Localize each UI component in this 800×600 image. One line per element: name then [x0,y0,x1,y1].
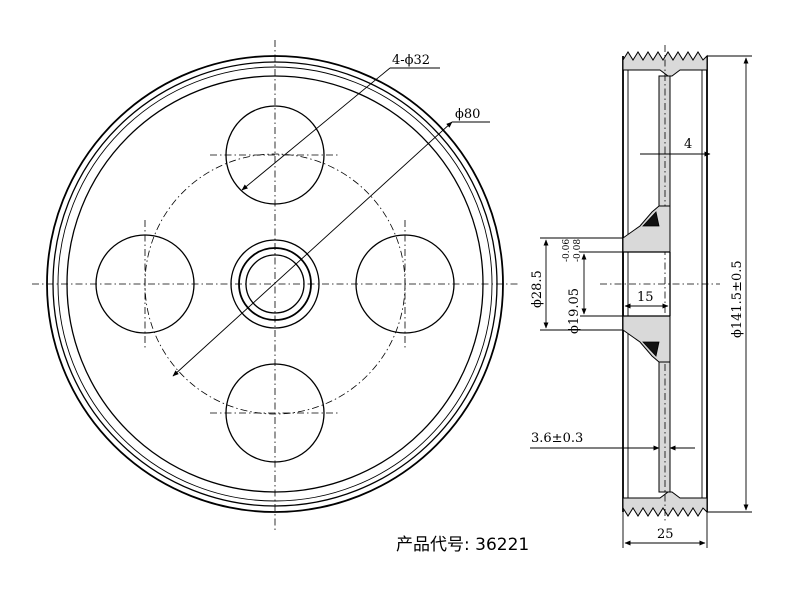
pitch-circle-label: ϕ80 [455,107,480,122]
bore-diameter-label: ϕ19.05 [567,288,582,334]
side-section-view: 4 ϕ28.5 ϕ19.05 -0.06 -0.08 15 [530,45,752,548]
hole-dimension-label: 4-ϕ32 [392,53,430,68]
hub-length-label: 15 [637,290,654,305]
front-view: 4-ϕ32 ϕ80 [32,40,518,530]
bottom-groove-section [622,491,708,517]
web-thickness-dimension: 3.6±0.3 [530,431,695,451]
hub-lower-section [622,315,671,363]
outer-diameter-label: ϕ141.5±0.5 [730,260,745,338]
hole-leader-line [241,67,391,191]
total-width-dimension: 25 [622,512,708,548]
outer-diameter-dimension: ϕ141.5±0.5 [707,55,752,513]
hub-upper-section [622,205,671,253]
web-thickness-label: 3.6±0.3 [531,431,583,446]
pitch-circle-dimension: ϕ80 [172,107,490,377]
hub-diameter-dimension: ϕ28.5 [530,237,623,331]
flange-thickness-label: 4 [684,137,692,152]
total-width-label: 25 [657,527,674,542]
bore-diameter-dimension: ϕ19.05 -0.06 -0.08 [562,239,623,334]
hub-length-dimension: 15 [624,290,669,309]
hub-lower-fillet [642,341,660,357]
hub-diameter-label: ϕ28.5 [530,270,545,308]
web-upper-section [658,75,671,207]
product-code-caption: 产品代号: 36221 [396,535,529,555]
bore-tolerance-upper: -0.06 [562,239,572,262]
hole-dimension: 4-ϕ32 [241,53,440,191]
pitch-leader-line [172,121,453,377]
flange-thickness-dimension: 4 [640,137,711,157]
web-lower-section [658,355,671,493]
hub-upper-fillet [642,211,660,227]
bore-tolerance-lower: -0.08 [573,239,583,262]
